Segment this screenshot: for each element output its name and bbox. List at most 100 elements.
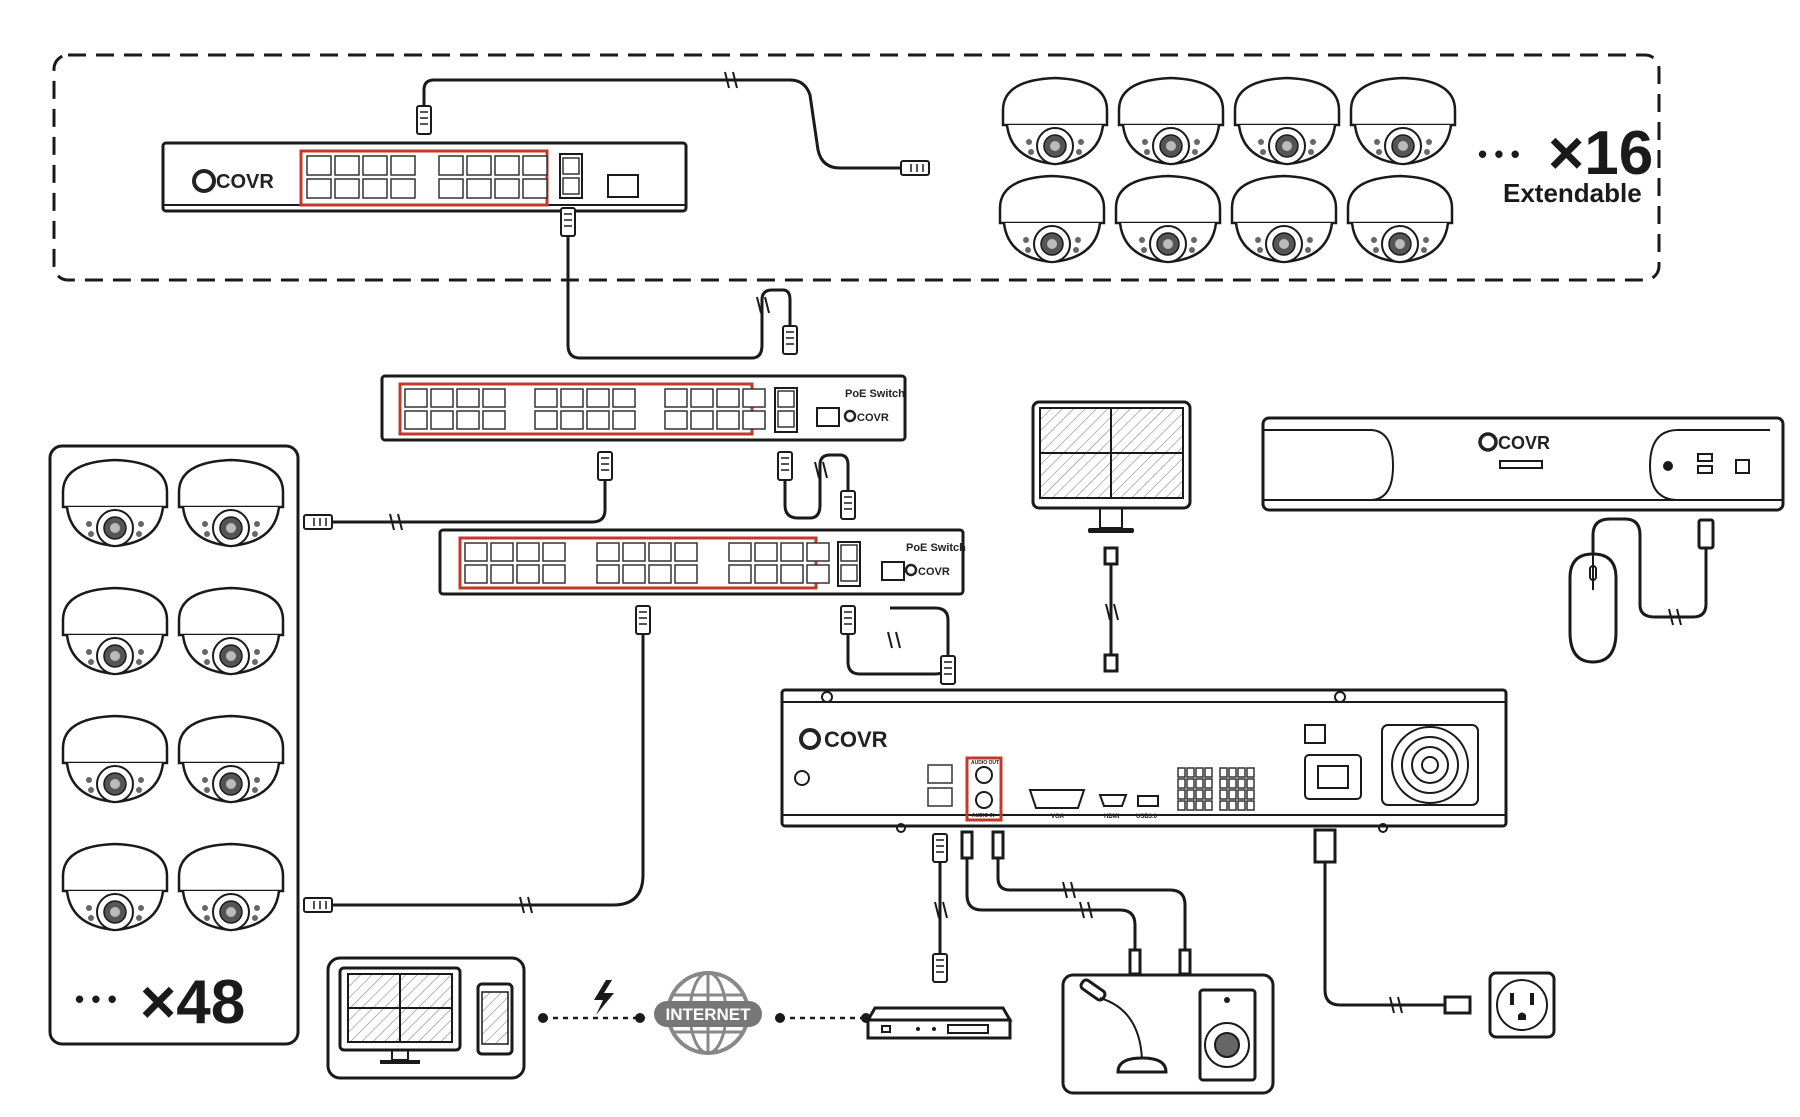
ethernet-port	[586, 388, 610, 408]
svg-text:PoE Switch: PoE Switch	[845, 388, 905, 400]
ethernet-port	[596, 564, 620, 584]
ethernet-port	[466, 178, 492, 199]
ethernet-port	[534, 410, 558, 430]
rj45-connector-icon	[940, 655, 956, 685]
svg-text:VGA: VGA	[1051, 814, 1065, 820]
mini-nvr: COVR	[1261, 416, 1785, 512]
extendable-group-frame	[52, 53, 1661, 282]
ethernet-port	[390, 155, 416, 176]
dome-camera-icon	[177, 842, 285, 932]
ethernet-port	[464, 564, 488, 584]
usb-connector-icon	[1697, 518, 1715, 550]
ethernet-port	[596, 542, 620, 562]
rj45-connector-icon	[635, 605, 651, 635]
remote-viewer-devices	[326, 956, 526, 1080]
terminal-pin	[1204, 767, 1213, 778]
hdmi-connector-icon	[1103, 653, 1119, 673]
rca-connector-icon	[991, 830, 1005, 860]
rj45-connector-icon	[777, 451, 793, 481]
terminal-pin	[1219, 767, 1228, 778]
more-dots: • • •	[75, 984, 117, 1014]
ethernet-port	[430, 388, 454, 408]
terminal-pin	[1177, 789, 1186, 800]
speaker-icon	[1198, 988, 1257, 1082]
ethernet-port	[490, 542, 514, 562]
terminal-pin	[1228, 767, 1237, 778]
ethernet-port	[742, 388, 766, 408]
terminal-pin	[1237, 778, 1246, 789]
audio-port-highlight	[965, 756, 1003, 822]
rca-connector-icon	[1128, 948, 1142, 976]
power-plug-icon	[1313, 828, 1337, 864]
ethernet-port	[334, 178, 360, 199]
extendable-label: Extendable	[1503, 178, 1642, 208]
router-icon	[865, 1006, 1013, 1040]
svg-text:COVR: COVR	[1498, 433, 1550, 453]
ethernet-port	[466, 155, 492, 176]
rj45-connector-icon	[840, 490, 856, 520]
ethernet-port	[438, 178, 464, 199]
terminal-pin	[1195, 789, 1204, 800]
terminal-pin	[1237, 800, 1246, 811]
terminal-pin	[1177, 778, 1186, 789]
hdmi-connector-icon	[1103, 546, 1119, 566]
terminal-pin	[1228, 800, 1237, 811]
ethernet-port	[516, 542, 540, 562]
terminal-pin	[1219, 789, 1228, 800]
rj45-connector-icon	[932, 833, 948, 863]
audio-devices-frame	[1061, 973, 1275, 1095]
dome-camera-icon	[1114, 174, 1222, 264]
rj45-connector-icon	[416, 105, 432, 135]
rca-connector-icon	[960, 830, 974, 860]
port-highlight	[299, 149, 549, 207]
cable-break-icon	[887, 631, 901, 649]
rj45-connector-icon	[900, 160, 930, 176]
dome-camera-icon	[1001, 76, 1109, 166]
lightning-icon	[594, 980, 614, 1015]
rca-connector-icon	[1178, 948, 1192, 976]
ethernet-port	[522, 155, 548, 176]
ethernet-port	[390, 178, 416, 199]
ethernet-port	[482, 410, 506, 430]
svg-text:USB3.0: USB3.0	[1136, 814, 1158, 820]
ethernet-port	[306, 178, 332, 199]
rj45-connector-icon	[303, 514, 333, 530]
ethernet-port	[464, 542, 488, 562]
terminal-pin	[1219, 800, 1228, 811]
terminal-pin	[1246, 800, 1255, 811]
dome-camera-icon	[177, 714, 285, 804]
ethernet-port	[622, 564, 646, 584]
svg-text:PoE Switch: PoE Switch	[906, 542, 966, 554]
power-plug-icon	[1443, 995, 1472, 1015]
monitor-icon	[1031, 400, 1192, 533]
power-inlet	[1304, 754, 1362, 800]
ethernet-port	[490, 564, 514, 584]
terminal-pin	[1246, 767, 1255, 778]
alarm-terminal-block	[1177, 767, 1255, 811]
wall-outlet-icon	[1488, 971, 1556, 1039]
svg-text:COVR: COVR	[216, 171, 274, 193]
audio-in-jack	[975, 791, 993, 809]
svg-text:COVR: COVR	[918, 566, 950, 578]
ethernet-port	[522, 178, 548, 199]
ethernet-port	[560, 410, 584, 430]
ethernet-port	[674, 564, 698, 584]
dome-camera-icon	[177, 458, 285, 548]
ethernet-port	[690, 410, 714, 430]
terminal-pin	[1204, 778, 1213, 789]
terminal-pin	[1186, 767, 1195, 778]
ethernet-port	[516, 564, 540, 584]
ethernet-port	[690, 388, 714, 408]
camera-count-16: ×16	[1548, 119, 1653, 188]
rj45-connector-icon	[303, 897, 333, 913]
dome-camera-icon	[61, 586, 169, 676]
dome-camera-icon	[1233, 76, 1341, 166]
ethernet-port	[754, 564, 778, 584]
usb-port	[1137, 795, 1159, 807]
dome-camera-icon	[1230, 174, 1338, 264]
terminal-pin	[1177, 800, 1186, 811]
fan-grille	[1391, 726, 1469, 804]
small-poe-switch: COVR	[161, 141, 688, 213]
ethernet-port	[430, 410, 454, 430]
terminal-pin	[1186, 800, 1195, 811]
